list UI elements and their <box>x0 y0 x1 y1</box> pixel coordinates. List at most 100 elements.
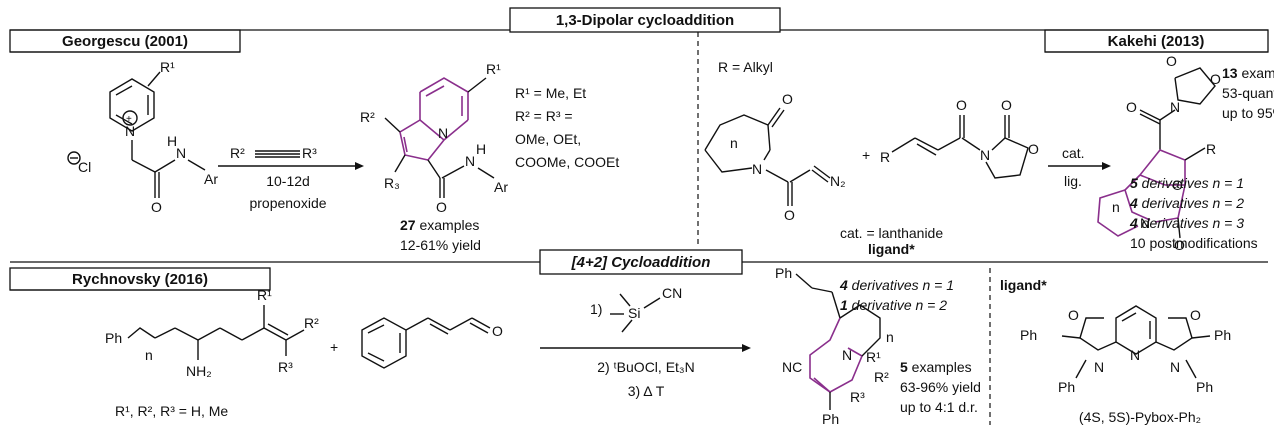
kakehi-derivatives-n2: 4 derivatives n = 2 <box>1129 195 1244 211</box>
rychnovsky-step3: 3) Δ T <box>628 383 665 399</box>
rychnovsky-conditions: 1) Si CN 2) ᵗBuOCl, Et₃N 3) Δ T <box>540 285 751 399</box>
kakehi-derivatives-n3: 4 derivatives n = 3 <box>1129 215 1244 231</box>
atom-R2-product: R² <box>874 369 889 385</box>
atom-O-aldehyde: O <box>492 323 503 339</box>
georgescu-examples: 27 examples <box>400 217 479 233</box>
georgescu-yield: 12-61% yield <box>400 237 481 253</box>
atom-O-oxazolidinone-carbonyl: O <box>1001 97 1012 113</box>
atom-O-oxazolidinone-ring: O <box>1028 141 1039 157</box>
rychnovsky-dr: up to 4:1 d.r. <box>900 399 978 415</box>
georgescu-header-box <box>9 29 241 53</box>
kakehi-ee: up to 95% ee <box>1222 105 1274 121</box>
atom-N-product-2: N <box>842 347 852 363</box>
kakehi-product-structure: O O N O R N O O n <box>1097 53 1221 253</box>
georgescu-sub-line1: R¹ = Me, Et <box>515 85 586 101</box>
atom-N-oxazoline-left: N <box>1094 359 1104 375</box>
pyridinium-salt-structure: R¹ N + O N H Ar Cl <box>67 59 218 215</box>
rychnovsky-header: Rychnovsky (2016) <box>72 271 208 288</box>
atom-H-amide-1: H <box>167 133 177 149</box>
georgescu-sub-line2: R² = R³ = <box>515 108 573 124</box>
cinnamaldehyde-structure: O <box>361 317 503 369</box>
atom-Ph-ligand-3: Ph <box>1214 327 1231 343</box>
atom-O-bridge: O <box>1172 177 1183 193</box>
atom-Ar-2: Ar <box>494 179 508 195</box>
atom-O-ox-ring: O <box>1210 71 1221 87</box>
georgescu-reagents: R² R³ 10-12d propenoxide <box>218 145 364 211</box>
atom-Ar-1: Ar <box>204 171 218 187</box>
atom-NC-product: NC <box>782 359 802 375</box>
kakehi-examples: 13 examples <box>1222 65 1274 81</box>
georgescu-header: Georgescu (2001) <box>62 33 188 50</box>
atom-O-oxazoline-right: O <box>1190 307 1201 323</box>
atom-N-lactam: N <box>752 161 762 177</box>
atom-R3-indolizine: R₃ <box>384 175 400 191</box>
kakehi-yield: 53-quant yield <box>1222 85 1274 101</box>
atom-Ph-amine: Ph <box>105 330 122 346</box>
atom-R-product: R <box>1206 141 1216 157</box>
rychnovsky-step1: 1) <box>590 301 602 317</box>
atom-N-product: N <box>1140 215 1150 231</box>
atom-N-amide-2: N <box>465 153 475 169</box>
atom-Ph-ligand-1: Ph <box>1020 327 1037 343</box>
atom-CN-tmscn: CN <box>662 285 682 301</box>
kakehi-header-box <box>1044 29 1269 53</box>
atom-R3-alkyne: R³ <box>302 145 317 161</box>
atom-Ph-ligand-4: Ph <box>1196 379 1213 395</box>
rychnovsky-derivatives-n2: 1 derivative n = 2 <box>840 297 947 313</box>
kakehi-cat-label: cat. <box>1062 145 1085 161</box>
atom-O-diazo: O <box>784 207 795 223</box>
amine-substrate-structure: Ph n NH₂ R¹ R² R³ <box>105 287 319 379</box>
charge-plus: + <box>126 114 132 125</box>
atom-R2-indolizine: R² <box>360 109 375 125</box>
acryloyl-oxazolidinone-structure: R O N O O <box>880 97 1039 179</box>
ligand-name: (4S, 5S)-Pybox-Ph₂ <box>1079 409 1201 425</box>
atom-N-amide-1: N <box>176 145 186 161</box>
kakehi-r-alkyl: R = Alkyl <box>718 59 773 75</box>
atom-O-lactam: O <box>782 91 793 107</box>
atom-O-amide-1: O <box>151 199 162 215</box>
rychnovsky-examples: 5 examples <box>900 359 972 375</box>
kakehi-ligand-note: ligand* <box>868 241 915 257</box>
plus-sign-1: + <box>862 147 870 163</box>
atom-n-amine: n <box>145 347 153 363</box>
rychnovsky-header-box <box>9 267 271 291</box>
atom-O-oxazoline-left: O <box>1068 307 1079 323</box>
atom-O-acryloyl: O <box>956 97 967 113</box>
kakehi-postmodifications: 10 postmodifications <box>1130 235 1258 251</box>
rychnovsky-derivatives-n1: 4 derivatives n = 1 <box>839 277 954 293</box>
atom-R1-pyridinium: R¹ <box>160 59 175 75</box>
atom-Ph-product-top: Ph <box>775 265 792 281</box>
atom-N-pyridine: N <box>1130 347 1140 363</box>
atom-R1-indolizine: R¹ <box>486 61 501 77</box>
diels-alder-title-box <box>539 249 743 275</box>
pybox-ligand-structure: N O N O N Ph Ph Ph Ph <box>1020 305 1231 395</box>
atom-Ph-product-bottom: Ph <box>822 411 839 427</box>
dipolar-title: 1,3-Dipolar cycloaddition <box>556 12 734 29</box>
atom-N-oxazoline-right: N <box>1170 359 1180 375</box>
atom-N2-diazo: N₂ <box>830 173 846 189</box>
rychnovsky-product-structure: Ph N n NC Ph R¹ R² R³ <box>775 265 894 427</box>
georgescu-sub-line4: COOMe, COOEt <box>515 154 619 170</box>
atom-R2-alkyne: R² <box>230 145 245 161</box>
atom-Si: Si <box>628 305 640 321</box>
kakehi-derivatives-n1: 5 derivatives n = 1 <box>1130 175 1244 191</box>
atom-O-amide-2: O <box>436 199 447 215</box>
kakehi-header: Kakehi (2013) <box>1108 33 1205 50</box>
atom-O-product-lactam: O <box>1174 237 1185 253</box>
atom-N-ox: N <box>1170 99 1180 115</box>
georgescu-sub-line3: OMe, OEt, <box>515 131 581 147</box>
atom-N-indolizine: N <box>438 125 448 141</box>
dipolar-title-box <box>509 7 781 33</box>
atom-R-acryloyl: R <box>880 149 890 165</box>
plus-sign-2: + <box>330 339 338 355</box>
atom-R1-amine: R¹ <box>257 287 272 303</box>
diels-alder-title: [4+2] Cycloaddition <box>571 254 711 271</box>
rychnovsky-yield: 63-96% yield <box>900 379 981 395</box>
atom-Ph-ligand-2: Ph <box>1058 379 1075 395</box>
atom-R3-amine: R³ <box>278 359 293 375</box>
indolizine-structure: R¹ N R² R₃ O N H Ar <box>360 61 508 215</box>
rychnovsky-step2: 2) ᵗBuOCl, Et₃N <box>597 359 694 375</box>
atom-O-acyl: O <box>1126 99 1137 115</box>
atom-H-amide-2: H <box>476 141 486 157</box>
